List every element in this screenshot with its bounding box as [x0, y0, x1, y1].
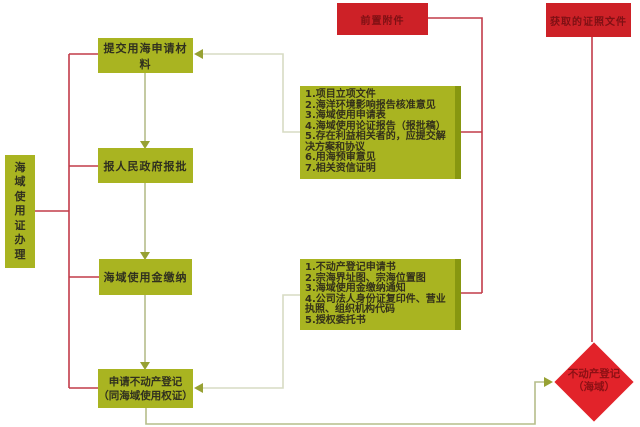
node-step2-government-approval: 报人民政府报批	[98, 148, 193, 183]
list1-item: 1.项目立项文件	[305, 89, 376, 100]
node-step2-label: 报人民政府报批	[103, 159, 188, 173]
list1-item: 7.相关资信证明	[305, 162, 376, 174]
label-certificates-text: 获取的证照文件	[550, 16, 627, 28]
list2-item: 1.不动产登记申请书	[305, 262, 396, 273]
label-box-attachments: 前置附件	[337, 3, 428, 35]
diamond-label-line1: 不动产登记	[567, 368, 621, 380]
flow-connectors	[144, 73, 544, 425]
arrow-right-diamond	[544, 377, 553, 387]
diamond-label-line2: （海域）	[573, 381, 615, 393]
list1-item: 5.存在利益相关者的，应提交解决方案和协议	[305, 131, 446, 153]
list1-item: 6.用海预审意见	[305, 152, 376, 163]
node-step1-submit-materials: 提交用海申请材料	[98, 38, 193, 73]
attachment-list-2: 1.不动产登记申请书 2.宗海界址图、宗海位置图 3.海域使用金缴纳通知 4.公…	[300, 259, 461, 330]
list2-item: 4.公司法人身份证复印件、营业执照、组织机构代码	[305, 293, 446, 315]
node-certificate-process-label: 海域使用证办理	[14, 160, 26, 261]
label-box-certificates: 获取的证照文件	[546, 3, 631, 37]
list-connectors	[203, 53, 300, 389]
node-diamond-label: 不动产登记 （海域）	[554, 368, 634, 396]
list1-item: 2.海洋环境影响报告核准意见	[305, 99, 436, 111]
node-step4-label-line1: 申请不动产登记	[108, 375, 183, 388]
node-certificate-process: 海域使用证办理	[5, 155, 35, 268]
list1-item: 3.海域使用申请表	[305, 110, 386, 121]
arrow-down-step3	[140, 252, 150, 260]
arrow-down-step2	[140, 141, 150, 149]
attachment-list-1: 1.项目立项文件 2.海洋环境影响报告核准意见 3.海域使用申请表 4.海域使用…	[300, 86, 461, 179]
node-step1-label: 提交用海申请材料	[103, 41, 188, 71]
node-step3-label: 海域使用金缴纳	[103, 271, 188, 284]
node-step4-apply-registration: 申请不动产登记 （同海域使用权证）	[98, 369, 193, 408]
list2-item: 5.授权委托书	[305, 314, 366, 326]
arrow-left-step4	[194, 383, 203, 393]
red-trunk-connector	[35, 53, 99, 389]
node-step4-label-line2: （同海域使用权证）	[98, 389, 193, 402]
attachments-red-connector	[428, 17, 483, 294]
arrow-left-step1	[194, 49, 203, 59]
label-attachments-text: 前置附件	[360, 15, 405, 27]
list2-item: 3.海域使用金缴纳通知	[305, 283, 406, 294]
list2-item: 2.宗海界址图、宗海位置图	[305, 272, 426, 284]
node-step3-fee-payment: 海域使用金缴纳	[99, 259, 192, 295]
arrow-down-step4	[140, 362, 150, 370]
arrowheads	[140, 49, 553, 393]
list1-item: 4.海域使用论证报告（报批稿）	[305, 120, 446, 132]
